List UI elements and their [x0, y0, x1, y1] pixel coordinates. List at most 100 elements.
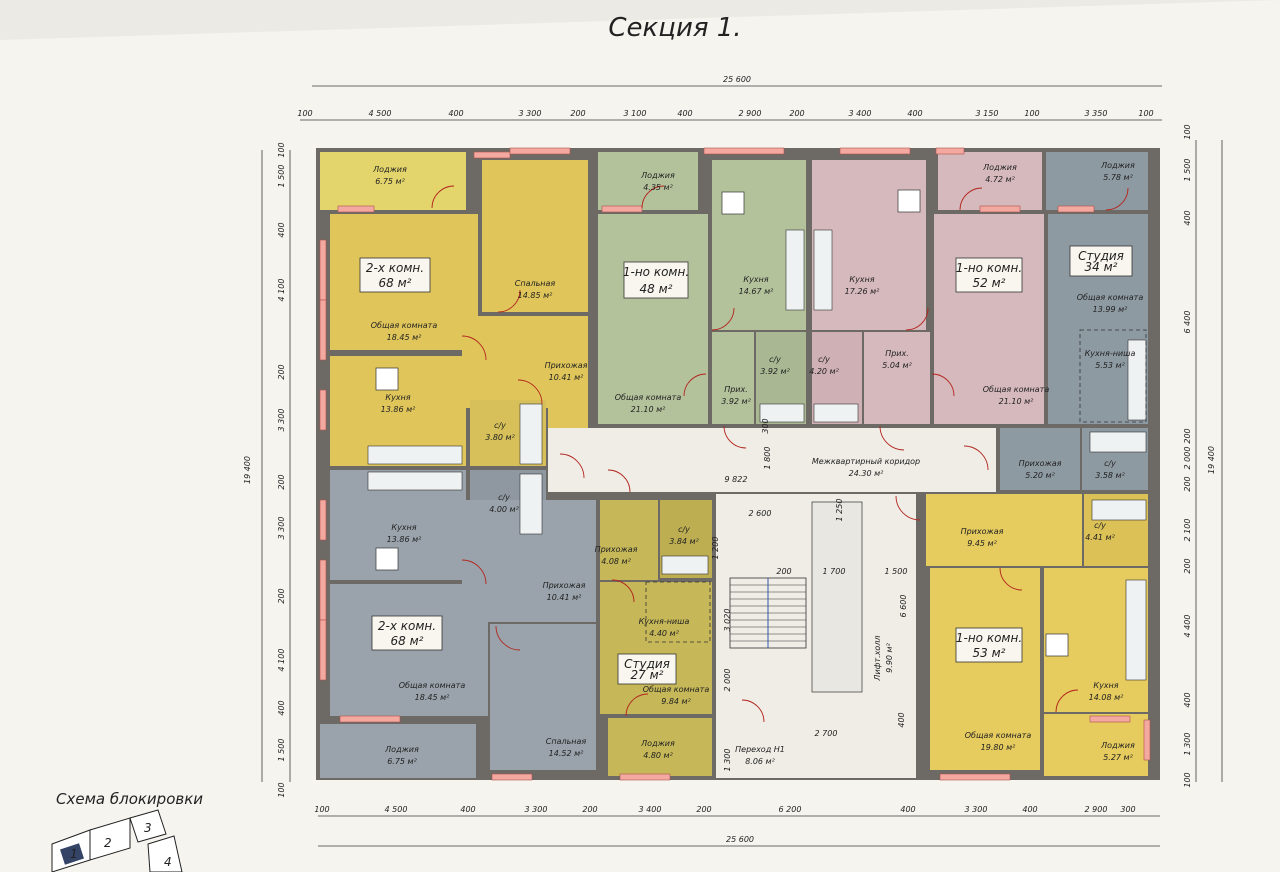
- dim-inner: 300: [761, 418, 770, 433]
- dim-inner: 2 600: [749, 509, 772, 518]
- room-name: Межквартирный коридор: [812, 457, 920, 466]
- window: [939, 773, 1011, 781]
- apartment-type: 1-но комн.: [956, 631, 1022, 645]
- room-area: 4.00 м²: [489, 505, 519, 514]
- dim-bottom-segment: 400: [900, 805, 915, 814]
- dim-top-segment: 100: [1138, 109, 1153, 118]
- room-name: Общая комната: [371, 321, 438, 330]
- dim-right-segment: 100: [1183, 772, 1192, 787]
- dim-bottom-segment: 6 200: [779, 805, 802, 814]
- doors: [431, 185, 1129, 723]
- room-area: 21.10 м²: [631, 405, 666, 414]
- room-area: 5.04 м²: [882, 361, 912, 370]
- apartment-type: 1-но комн.: [623, 265, 689, 279]
- room-area: 21.10 м²: [999, 397, 1034, 406]
- dim-inner: 1 700: [823, 567, 846, 576]
- dim-bottom-segment: 400: [1022, 805, 1037, 814]
- dim-top-segment: 100: [1024, 109, 1039, 118]
- dim-top-segment: 2 900: [739, 109, 762, 118]
- window: [601, 205, 643, 213]
- stair-flight: [729, 501, 863, 693]
- room-r17-fill: [1046, 152, 1148, 210]
- dim-inner: 1 250: [835, 499, 844, 522]
- apartment-type: Студия: [624, 657, 670, 671]
- room-name: Общая комната: [965, 731, 1032, 740]
- dim-top-segment: 200: [570, 109, 585, 118]
- dim-inner: 1 200: [711, 537, 720, 560]
- dim-top-segment: 4 500: [369, 109, 392, 118]
- room-name: с/у: [818, 355, 830, 364]
- door-arc: [641, 185, 665, 209]
- door-arc: [1055, 689, 1079, 713]
- window: [1057, 205, 1095, 213]
- room-name: Кухня: [385, 393, 410, 402]
- room-area: 4.72 м²: [985, 175, 1015, 184]
- kitchen-counter: [367, 471, 463, 491]
- room-r28-fill: [320, 724, 476, 778]
- dim-right-segment: 200: [1183, 428, 1192, 443]
- apartment-type: 1-но комн.: [956, 261, 1022, 275]
- kitchen-niche-outline: [645, 581, 711, 643]
- room-r11-fill: [712, 332, 754, 424]
- room-area: 3.80 м²: [485, 433, 515, 442]
- door-arc: [559, 453, 585, 479]
- apartment-badge: 1-но комн.53 м²: [955, 627, 1023, 663]
- door-arc: [625, 693, 649, 717]
- apartment-area: 27 м²: [631, 668, 664, 682]
- block-number: 2: [104, 836, 112, 850]
- dim-bottom-segment: 100: [314, 805, 329, 814]
- dim-inner: 1 500: [885, 567, 908, 576]
- room-r15-fill: [938, 152, 1042, 210]
- window: [319, 499, 327, 541]
- room-r39-fill: [930, 568, 1040, 770]
- room-area: 3.92 м²: [721, 397, 751, 406]
- room-name: Общая комната: [615, 393, 682, 402]
- room-r14-fill: [864, 332, 930, 424]
- room-area: 14.67 м²: [739, 287, 774, 296]
- door-arc: [461, 559, 487, 585]
- room-r38-fill: [1044, 568, 1148, 712]
- room-area: 5.78 м²: [1103, 173, 1133, 182]
- window: [703, 147, 785, 155]
- dim-bottom-segment: 200: [696, 805, 711, 814]
- room-area: 14.85 м²: [518, 291, 553, 300]
- room-area: 4.40 м²: [649, 629, 679, 638]
- dim-inner: 9 822: [725, 475, 748, 484]
- room-area: 3.92 м²: [760, 367, 790, 376]
- dim-bottom-segment: 3 400: [639, 805, 662, 814]
- room-name: Кухня: [1093, 681, 1118, 690]
- room-name: Прихожая: [595, 545, 638, 554]
- door-arc: [431, 185, 455, 209]
- room-area: 9.45 м²: [967, 539, 997, 548]
- apartment-type: Студия: [1078, 249, 1124, 263]
- dim-right-segment: 400: [1183, 210, 1192, 225]
- room-area: 4.35 м²: [643, 183, 673, 192]
- door-arc: [963, 445, 989, 471]
- block-number: 1: [70, 847, 78, 861]
- room-area: 9.90 м²: [885, 642, 894, 672]
- table-icon: [897, 189, 921, 213]
- dim-inner: 2 700: [815, 729, 838, 738]
- room-area: 5.53 м²: [1095, 361, 1125, 370]
- dim-right-segment: 400: [1183, 692, 1192, 707]
- dim-left-segment: 4 100: [277, 649, 286, 672]
- room-name: Лифт.холл: [873, 635, 882, 681]
- door-arc: [607, 469, 631, 493]
- block-scheme-title: Схема блокировки: [56, 790, 203, 808]
- room-name: Спальная: [515, 279, 556, 288]
- apartment-area: 52 м²: [973, 276, 1006, 290]
- room-r29-fill: [600, 500, 658, 580]
- room-name: Переход Н1: [735, 745, 785, 754]
- dim-bottom-segment: 400: [460, 805, 475, 814]
- room-name: с/у: [769, 355, 781, 364]
- room-r13-fill: [812, 332, 862, 424]
- window: [1143, 719, 1151, 761]
- door-arc: [723, 425, 747, 449]
- room-name: Прих.: [885, 349, 909, 358]
- kitchen-niche-outline: [1079, 329, 1147, 423]
- room-area: 3.58 м²: [1095, 471, 1125, 480]
- room-area: 10.41 м²: [547, 593, 582, 602]
